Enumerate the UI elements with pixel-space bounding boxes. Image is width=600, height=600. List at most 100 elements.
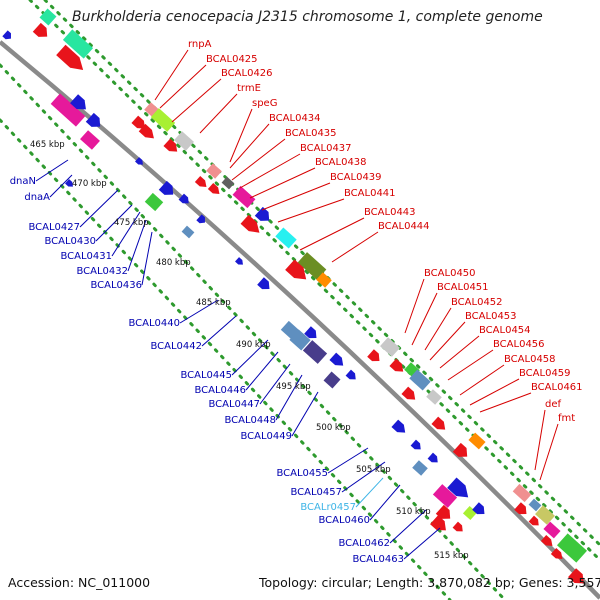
gene-feature [62, 29, 94, 59]
gene-label: BCAL0461 [531, 382, 583, 393]
leader-line [534, 409, 546, 471]
gene-feature [514, 502, 527, 515]
gene-feature [144, 192, 164, 212]
leader-line [291, 391, 319, 437]
leader-line [439, 335, 480, 369]
gene-feature [452, 521, 463, 532]
gene-feature [550, 548, 563, 560]
gene-label: BCAL0425 [206, 54, 258, 65]
gene-feature [528, 515, 539, 526]
gene-feature [206, 163, 222, 179]
gene-label: BCAL0453 [465, 311, 517, 322]
gene-feature [468, 432, 486, 450]
leader-line [49, 174, 73, 198]
scale-label: 480 kbp [156, 258, 191, 268]
gene-feature [380, 337, 400, 357]
leader-line [231, 138, 286, 181]
leader-line [111, 211, 141, 257]
gene-feature [80, 130, 100, 150]
leader-line [341, 461, 386, 493]
gene-label: def [545, 399, 562, 410]
gene-feature [409, 369, 431, 391]
leader-line [469, 378, 520, 406]
leader-line [229, 123, 270, 169]
gene-feature [329, 352, 344, 366]
dotted-track-4 [0, 118, 452, 600]
gene-feature [289, 329, 311, 351]
leader-line [411, 292, 438, 346]
gene-label: BCAL0432 [76, 266, 128, 277]
gene-label: BCAL0436 [90, 280, 142, 291]
gene-label: BCAL0448 [224, 415, 276, 426]
gene-label: BCAL0450 [424, 268, 476, 279]
label-leader-lines [35, 49, 559, 560]
gene-feature [401, 386, 416, 400]
gene-label: BCAL0457 [290, 487, 342, 498]
gene-feature [430, 515, 446, 531]
gene-feature [150, 108, 176, 132]
gene-feature [32, 22, 48, 37]
gene-label: dnaA [24, 192, 50, 203]
gene-label: BCAL0462 [338, 538, 390, 549]
leader-line [154, 49, 189, 101]
leader-line [403, 527, 441, 560]
gene-feature [65, 179, 73, 187]
gene-feature [410, 439, 421, 450]
gene-feature [240, 214, 260, 233]
gene-feature [512, 483, 532, 503]
gene-feature [304, 326, 317, 339]
scale-label: 465 kbp [30, 140, 65, 150]
leader-line [275, 374, 303, 421]
gene-label: fmt [558, 413, 575, 424]
gene-label: trmE [237, 83, 261, 94]
gene-label: BCAL0452 [451, 297, 503, 308]
leader-line [331, 231, 379, 263]
gene-label: BCAL0445 [180, 370, 232, 381]
gene-feature [285, 259, 307, 280]
scale-label: 475 kbp [114, 218, 149, 228]
leader-line [239, 153, 301, 189]
gene-features [2, 8, 588, 584]
gene-feature [556, 533, 588, 563]
scale-label: 500 kbp [316, 423, 351, 433]
gene-label: BCALr0457 [300, 502, 356, 513]
gene-feature [196, 214, 205, 224]
gene-label: BCAL0441 [344, 188, 396, 199]
gene-label: BCAL0442 [150, 341, 202, 352]
gene-label: BCAL0447 [208, 399, 260, 410]
leader-line [231, 339, 269, 376]
dotted-track-3 [0, 63, 507, 600]
leader-line [201, 315, 237, 347]
gene-feature [568, 568, 584, 584]
gene-feature [447, 477, 469, 498]
leader-line [179, 299, 219, 324]
leader-line [249, 167, 316, 199]
gene-feature [50, 93, 86, 127]
gene-label: speG [252, 98, 277, 109]
gene-label: BCAL0444 [378, 221, 430, 232]
gene-labels: rnpABCAL0425BCAL0426trmEspeGBCAL0434BCAL… [10, 39, 583, 565]
gene-label: rnpA [188, 39, 212, 50]
gene-feature [528, 498, 542, 512]
gene-label: BCAL0458 [504, 354, 556, 365]
gene-feature [391, 419, 406, 433]
gene-label: BCAL0443 [364, 207, 416, 218]
gene-feature [275, 227, 297, 249]
gene-feature [174, 131, 194, 151]
gene-label: BCAL0437 [300, 143, 352, 154]
gene-label: BCAL0449 [240, 431, 292, 442]
gene-feature [431, 416, 446, 430]
gene-label: BCAL0439 [330, 172, 382, 183]
leader-line [355, 477, 384, 508]
chromosome-backbone [0, 40, 600, 600]
gene-label: BCAL0431 [60, 251, 112, 262]
gene-feature [432, 484, 458, 508]
gene-label: dnaN [10, 176, 36, 187]
gene-feature [2, 30, 11, 40]
scale-label: 505 kbp [356, 465, 391, 475]
accession-text: Accession: NC_011000 [8, 575, 151, 590]
gene-feature [158, 180, 174, 195]
gene-feature [472, 502, 485, 515]
